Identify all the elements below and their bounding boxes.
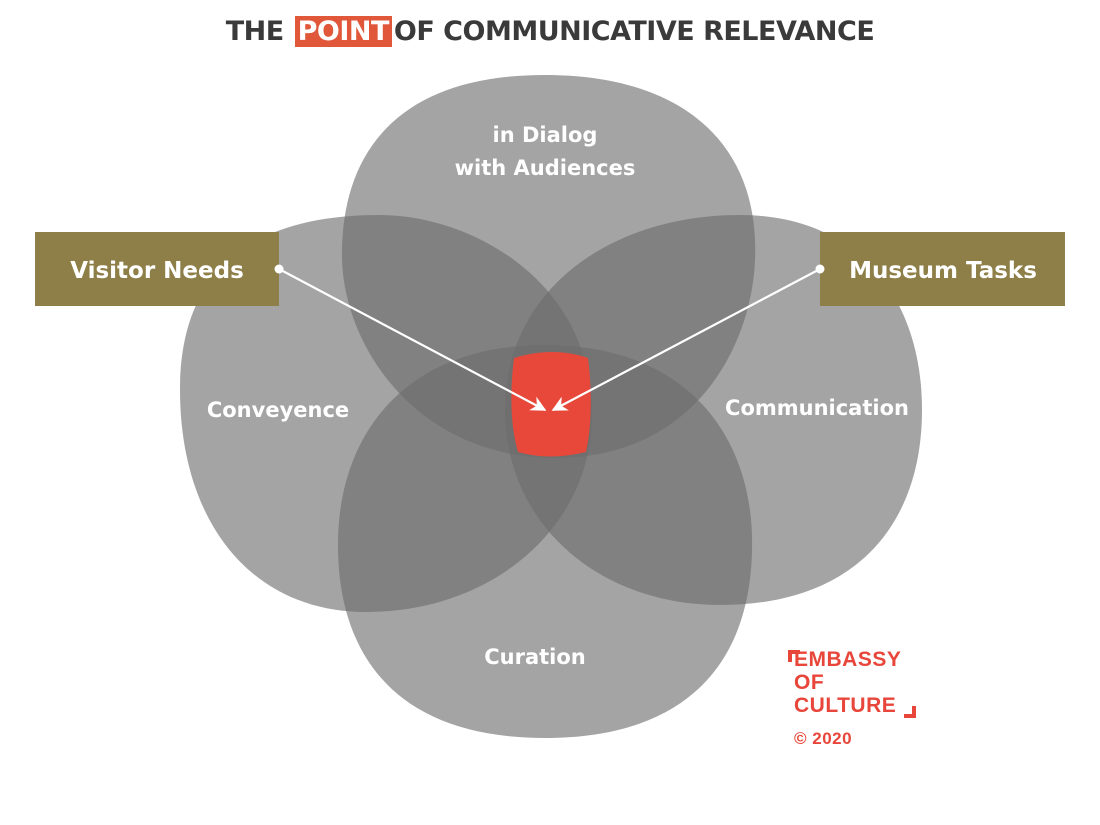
petal-top-label: in Dialog bbox=[493, 123, 598, 147]
copyright-text: © 2020 bbox=[794, 729, 853, 748]
petal-left-label: Conveyence bbox=[207, 398, 349, 422]
petal-bottom-label: Curation bbox=[484, 645, 586, 669]
logo-bracket-top-left bbox=[788, 650, 800, 662]
visitor-needs-arrow-dot bbox=[274, 264, 284, 274]
museum-tasks-arrow-dot bbox=[815, 264, 825, 274]
museum-tasks-arrow bbox=[551, 268, 821, 411]
title-highlight: POINT bbox=[294, 16, 392, 47]
logo-bracket-bottom-right bbox=[904, 706, 916, 718]
title-prefix: THE bbox=[225, 16, 284, 47]
visitor-needs-arrow bbox=[278, 268, 547, 411]
visitor-needs-box bbox=[35, 232, 279, 306]
embassy-of-culture-logo: EMBASSY OF CULTURE © 2020 bbox=[788, 648, 916, 750]
petal-top-label-line2: with Audiences bbox=[455, 156, 636, 180]
logo-line-2: OF bbox=[794, 671, 825, 694]
title-suffix: OF COMMUNICATIVE RELEVANCE bbox=[393, 16, 875, 47]
museum-tasks-box bbox=[820, 232, 1065, 306]
petal-bottom bbox=[337, 345, 753, 738]
center-point bbox=[511, 352, 591, 457]
petal-right-label: Communication bbox=[725, 396, 909, 420]
logo-line-1: EMBASSY bbox=[794, 648, 902, 671]
museum-tasks-label: Museum Tasks bbox=[849, 258, 1037, 284]
logo-line-3: CULTURE bbox=[794, 694, 897, 717]
visitor-needs-label: Visitor Needs bbox=[70, 258, 244, 284]
